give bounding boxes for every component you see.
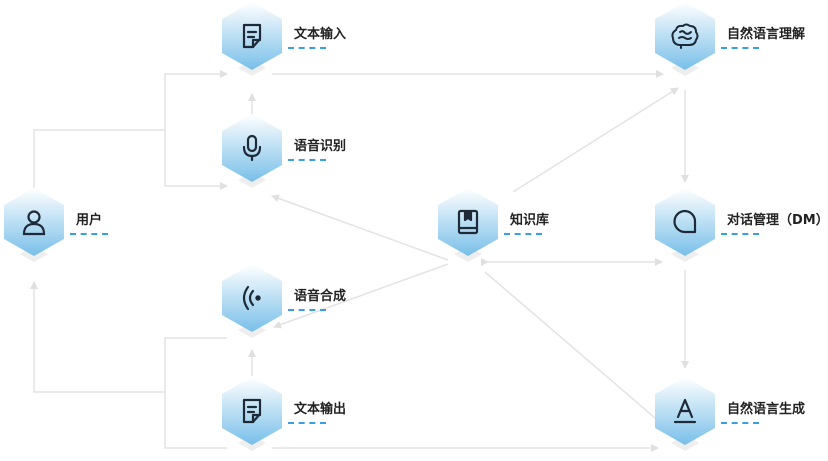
dash-underline bbox=[70, 233, 108, 235]
node-label: 对话管理（DM） bbox=[727, 213, 828, 228]
book-icon bbox=[457, 209, 479, 235]
document-icon bbox=[242, 398, 262, 424]
node-label: 用户 bbox=[76, 213, 103, 228]
link-kb-to-nlg bbox=[484, 271, 663, 425]
link-speech-recognition-to-nlu bbox=[512, 87, 679, 193]
node-label: 语音识别 bbox=[294, 139, 347, 154]
link-kb-to-speech-recognition bbox=[271, 194, 449, 261]
dash-underline bbox=[721, 47, 759, 49]
brain-icon bbox=[671, 23, 699, 49]
node-label: 自然语言理解 bbox=[727, 27, 806, 42]
link-branch-speech-synthesis bbox=[164, 337, 227, 449]
node-label: 文本输出 bbox=[294, 402, 347, 417]
dash-underline bbox=[504, 233, 542, 235]
dash-underline bbox=[288, 309, 326, 311]
hexagon-badge bbox=[222, 114, 282, 188]
dash-underline bbox=[721, 422, 759, 424]
node-label: 文本输入 bbox=[294, 27, 347, 42]
document-icon bbox=[242, 23, 262, 49]
letter-a-icon bbox=[673, 398, 697, 424]
link-branch-text-input bbox=[164, 70, 228, 130]
microphone-icon bbox=[242, 134, 262, 162]
dash-underline bbox=[288, 422, 326, 424]
sound-wave-icon bbox=[242, 285, 261, 311]
dash-underline bbox=[288, 47, 326, 49]
hexagon-badge bbox=[222, 264, 282, 338]
link-output-to-user bbox=[30, 281, 165, 393]
dash-underline bbox=[721, 233, 759, 235]
node-label: 语音合成 bbox=[294, 289, 347, 304]
hexagon-badge bbox=[655, 2, 715, 76]
link-branch-speech-recognition bbox=[164, 130, 228, 190]
node-label: 知识库 bbox=[510, 213, 550, 228]
chat-bubble-icon bbox=[673, 209, 697, 234]
node-label: 自然语言生成 bbox=[727, 402, 806, 417]
hexagon-badge bbox=[438, 188, 498, 262]
link-kb-to-speech-synthesis bbox=[273, 263, 449, 329]
dash-underline bbox=[288, 159, 326, 161]
hexagon-badge bbox=[655, 188, 715, 262]
link-user-up bbox=[33, 129, 165, 188]
person-icon bbox=[22, 210, 46, 236]
